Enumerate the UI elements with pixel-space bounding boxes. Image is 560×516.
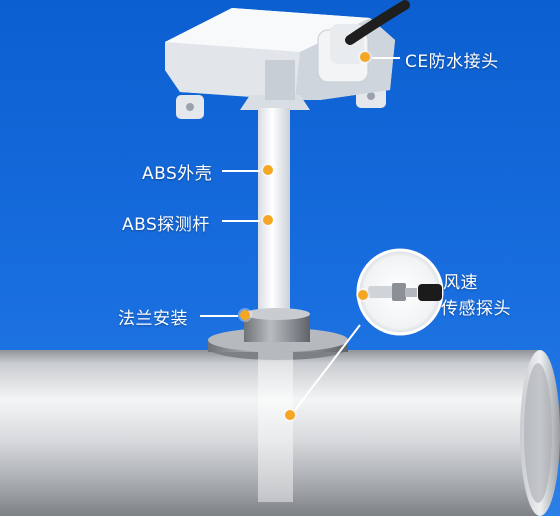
probe-rod (258, 108, 290, 323)
sensor-housing (165, 0, 410, 119)
abs-housing-leader (222, 170, 260, 172)
waterproof-connector-label: CE防水接头 (405, 52, 499, 72)
abs-housing-marker (263, 165, 273, 175)
flange-mount-leader (200, 315, 238, 317)
probe-magnifier (356, 248, 444, 336)
flange (208, 308, 348, 360)
probe-marker (285, 410, 295, 420)
magnifier-marker (358, 290, 368, 300)
flange-mount-label: 法兰安装 (118, 309, 188, 329)
wind-speed-label-line1: 风速 (443, 273, 478, 293)
connector-leader (372, 57, 400, 59)
abs-probe-rod-marker (263, 215, 273, 225)
connector-marker (360, 52, 370, 62)
flange-mount-marker (240, 310, 250, 320)
abs-probe-rod-leader (222, 220, 260, 222)
wind-speed-label-line2: 传感探头 (441, 299, 511, 319)
abs-housing-label: ABS外壳 (142, 164, 213, 184)
abs-probe-rod-label: ABS探测杆 (122, 215, 210, 235)
pipe (0, 350, 560, 516)
